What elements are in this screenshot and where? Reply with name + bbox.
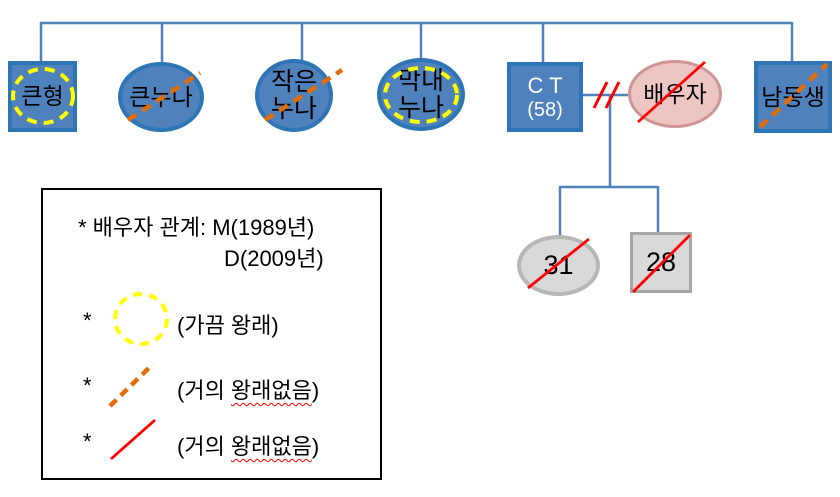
person-node-eldest-sister: 큰누나 (118, 62, 204, 132)
person-label: 배우자 (643, 80, 707, 107)
legend-rare-visit-label: (거의 왕래없음) (177, 378, 320, 403)
person-label: 남동생 (761, 83, 825, 110)
person-node-daughter: 31 (517, 235, 600, 296)
person-label: 28 (645, 247, 677, 277)
legend-bullet: * (83, 308, 92, 333)
person-node-patient: C T (58) (507, 62, 583, 132)
person-node-spouse: 배우자 (628, 60, 722, 128)
person-node-second-sister: 작은누나 (255, 59, 333, 132)
legend-box (41, 188, 382, 480)
legend-spouse-relation-line2: D(2009년) (224, 246, 324, 271)
person-node-eldest-brother: 큰형 (8, 61, 77, 132)
legend-bullet: * (83, 429, 92, 454)
legend-no-visit-label: (거의 왕래없음) (177, 434, 320, 459)
person-label: 큰형 (21, 83, 64, 109)
patient-age: (58) (527, 98, 563, 121)
legend-occasional-visit-label: (가끔 왕래) (177, 313, 279, 338)
person-label: 작은누나 (270, 67, 317, 123)
person-node-younger-brother: 남동생 (754, 61, 832, 133)
person-label: 31 (543, 250, 574, 280)
person-label: 막내누나 (397, 66, 444, 122)
person-label: 큰누나 (129, 83, 193, 110)
legend-bullet: * (83, 373, 92, 398)
person-node-son: 28 (630, 232, 692, 293)
legend-spouse-relation-line1: * 배우자 관계: M(1989년) (78, 215, 315, 240)
person-node-youngest-sister: 막내누나 (377, 58, 465, 131)
patient-name: C T (527, 72, 563, 98)
